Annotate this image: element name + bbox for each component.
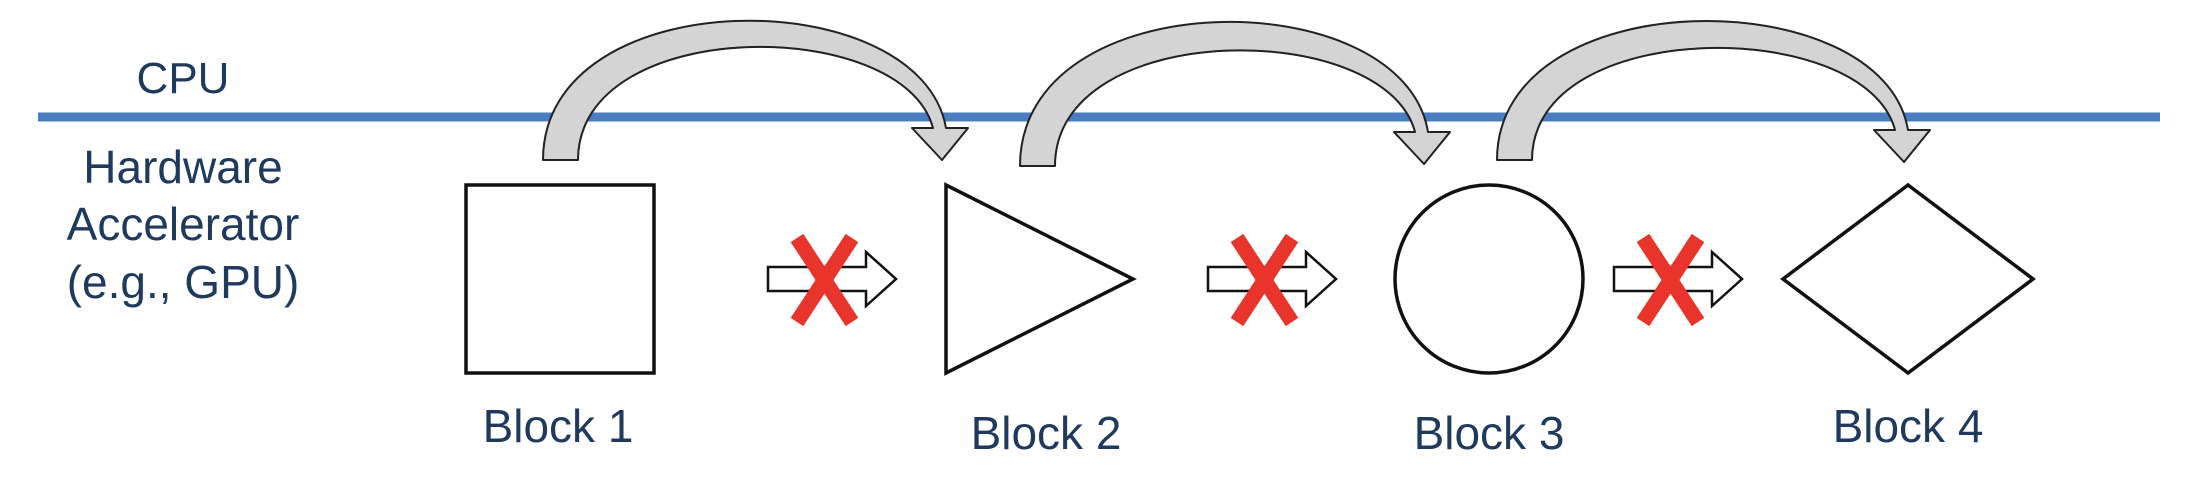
block-4-label: Block 4 (1833, 400, 1984, 452)
block-3-label: Block 3 (1414, 407, 1565, 459)
block-4-diamond (1780, 182, 2036, 376)
cpu-label: CPU (137, 54, 230, 103)
curved-arrow-block2-to-block3 (1019, 20, 1451, 167)
blocked-arrow-block2-to-block3 (1206, 233, 1338, 327)
blocked-x-icon (790, 233, 859, 327)
curved-arrow-block1-to-block2 (542, 19, 969, 161)
accelerator-label-line1: Hardware (83, 141, 282, 193)
accelerator-label-line2: Accelerator (67, 198, 300, 250)
blocked-x-icon (1636, 233, 1705, 327)
curved-arrow-block3-to-block4 (1496, 20, 1931, 163)
blocked-x-icon (1230, 233, 1299, 327)
accelerator-label-line3: (e.g., GPU) (67, 256, 300, 308)
blocked-arrow-block1-to-block2 (766, 233, 898, 327)
block-2-label: Block 2 (971, 407, 1122, 459)
block-2-triangle (944, 182, 1137, 376)
blocked-arrow-block3-to-block4 (1612, 233, 1744, 327)
block-3-circle (1393, 183, 1585, 375)
block-1-label: Block 1 (483, 400, 634, 452)
block-1-square (464, 183, 656, 375)
